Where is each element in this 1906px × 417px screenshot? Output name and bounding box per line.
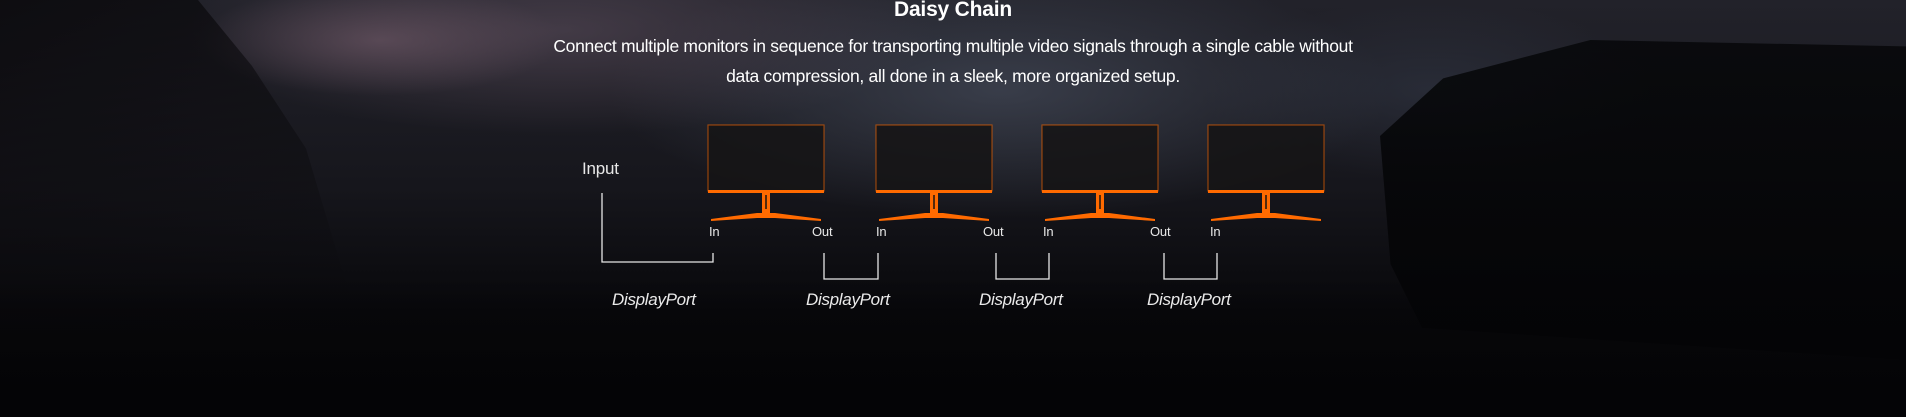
- monitor-stand-foot: [711, 213, 821, 221]
- monitor-screen: [707, 124, 825, 192]
- monitors-group: [707, 124, 1325, 221]
- displayport-label-4: DisplayPort: [1147, 290, 1231, 309]
- monitor-3-out-label: Out: [1150, 224, 1171, 239]
- input-label: Input: [582, 159, 619, 178]
- monitor-icon-1: [707, 124, 825, 221]
- monitor-stand-slot: [765, 195, 767, 209]
- displayport-label-1: DisplayPort: [612, 290, 696, 309]
- monitor-bezel: [1042, 190, 1158, 193]
- monitor-icon-3: [1041, 124, 1159, 221]
- monitor-2-out-label: Out: [983, 224, 1004, 239]
- monitor-stand-slot: [1099, 195, 1101, 209]
- monitor-bezel: [1208, 190, 1324, 193]
- monitor-3-in-label: In: [1043, 224, 1054, 239]
- monitor-bezel: [876, 190, 992, 193]
- monitor-screen: [875, 124, 993, 192]
- monitor-1-out-label: Out: [812, 224, 833, 239]
- monitor-stand-foot: [1211, 213, 1321, 221]
- monitor-screen: [1207, 124, 1325, 192]
- displayport-label-3: DisplayPort: [979, 290, 1063, 309]
- monitor-stand-foot: [1045, 213, 1155, 221]
- monitor-stand-foot: [879, 213, 989, 221]
- displayport-label-2: DisplayPort: [806, 290, 890, 309]
- monitor-bezel: [708, 190, 824, 193]
- monitor-stand-slot: [933, 195, 935, 209]
- monitor-2-in-label: In: [876, 224, 887, 239]
- chain-cable-line-3: [1163, 253, 1218, 280]
- chain-cable-line-1: [823, 253, 879, 280]
- monitor-icon-4: [1207, 124, 1325, 221]
- chain-cable-line-2: [995, 253, 1050, 280]
- background-fade: [0, 277, 1906, 417]
- section-description: Connect multiple monitors in sequence fo…: [553, 36, 1353, 86]
- monitor-icon-2: [875, 124, 993, 221]
- monitor-screen: [1041, 124, 1159, 192]
- input-cable-line: [601, 193, 714, 263]
- section-title: Daisy Chain: [893, 0, 1012, 21]
- monitor-1-in-label: In: [709, 224, 720, 239]
- monitor-4-in-label: In: [1210, 224, 1221, 239]
- monitor-stand-slot: [1265, 195, 1267, 209]
